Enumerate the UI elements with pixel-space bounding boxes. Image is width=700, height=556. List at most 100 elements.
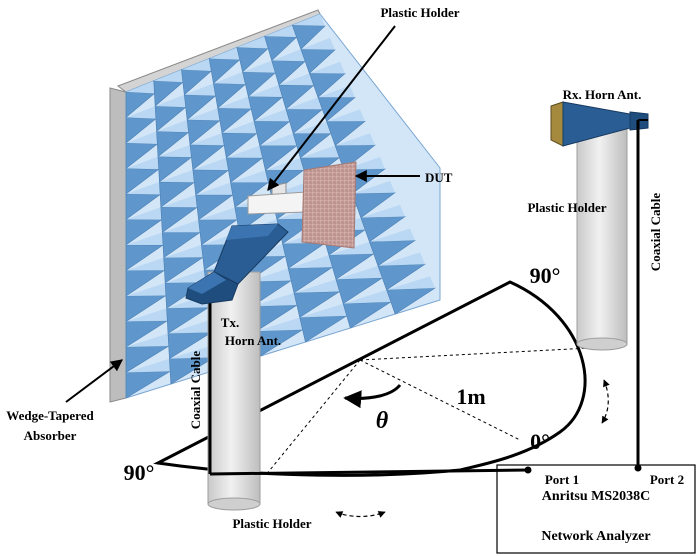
absorber-wedge bbox=[360, 216, 406, 243]
absorber-wedge-highlight bbox=[168, 319, 212, 334]
absorber-wedge-highlight bbox=[256, 317, 303, 332]
absorber-wedge bbox=[167, 332, 213, 360]
absorber-wedge-highlight bbox=[126, 80, 155, 94]
absorber-wedge-highlight bbox=[286, 97, 323, 110]
absorber-wedge-highlight bbox=[213, 72, 246, 85]
port1-connector bbox=[524, 466, 532, 474]
angle-90-left-label: 90° bbox=[124, 460, 155, 485]
absorber-wedge-highlight bbox=[181, 58, 212, 71]
theta-label: θ bbox=[376, 408, 389, 434]
tx-horn-antenna-icon bbox=[185, 223, 289, 305]
absorber-wedge-highlight bbox=[160, 194, 198, 208]
network-analyzer: Anritsu MS2038C Network Analyzer bbox=[496, 464, 696, 554]
absorber-wedge-highlight bbox=[126, 308, 168, 322]
absorber-wedge bbox=[242, 71, 277, 98]
absorber-wedge bbox=[125, 295, 167, 323]
absorber-wedge-highlight bbox=[165, 269, 206, 283]
absorber-wedge bbox=[154, 105, 187, 132]
pointer-arrows bbox=[65, 25, 420, 403]
absorber-wedge bbox=[208, 58, 241, 84]
absorber-wedge-highlight bbox=[252, 292, 297, 307]
rotation-hint-arrows bbox=[335, 379, 610, 518]
rx-horn-label: Rx. Horn Ant. bbox=[563, 87, 642, 102]
absorber-wedge-highlight bbox=[190, 132, 225, 146]
absorber-wedge-highlight bbox=[293, 121, 331, 134]
absorber-wedge-highlight bbox=[192, 157, 229, 171]
rx-plastic-holder bbox=[576, 127, 628, 351]
absorber-wedge-highlight bbox=[156, 119, 189, 133]
absorber-wedge-highlight bbox=[254, 109, 290, 122]
absorber-wedge-highlight bbox=[336, 265, 383, 280]
absorber-wedge-highlight bbox=[271, 49, 306, 62]
tx-horn-label-line1: Tx. bbox=[221, 315, 239, 330]
absorber-wedge-highlight bbox=[236, 36, 269, 49]
absorber-wedge bbox=[291, 24, 326, 50]
rotation-arrow-icon bbox=[343, 383, 402, 409]
absorber-wedge bbox=[157, 156, 193, 183]
analyzer-model: Anritsu MS2038C bbox=[542, 489, 651, 504]
absorber-wedge bbox=[377, 263, 427, 291]
absorber-wedge bbox=[287, 266, 334, 294]
absorber-wedge bbox=[163, 257, 204, 284]
absorber-wedge-highlight bbox=[162, 219, 200, 233]
coaxial-cables bbox=[209, 120, 642, 476]
tx-plastic-holder bbox=[207, 271, 261, 511]
absorber-wedge bbox=[278, 84, 315, 110]
absorber-wedge-highlight bbox=[187, 108, 220, 121]
absorber-wedge bbox=[236, 47, 269, 73]
absorber-wedge-highlight bbox=[126, 131, 158, 145]
absorber-wedge bbox=[195, 194, 234, 221]
absorber-wedge bbox=[125, 345, 170, 374]
plastic-holder-right-label: Plastic Holder bbox=[527, 200, 606, 215]
absorber-wedge-highlight bbox=[326, 109, 365, 122]
absorber-wedge-highlight bbox=[378, 252, 425, 266]
absorber-wedge-highlight bbox=[230, 170, 269, 183]
absorber-wedge-highlight bbox=[259, 133, 297, 146]
absorber-wedge-highlight bbox=[264, 25, 297, 38]
absorber-wedge bbox=[217, 107, 252, 134]
angle-0-label: 0° bbox=[530, 429, 550, 454]
absorber-wedge-highlight bbox=[126, 181, 161, 195]
absorber-wedge-highlight bbox=[126, 106, 156, 119]
absorber-wedge-highlight bbox=[360, 204, 405, 218]
absorber-wedge bbox=[282, 242, 327, 269]
absorber-wedge-highlight bbox=[343, 289, 391, 304]
plastic-holder-bottom-label: Plastic Holder bbox=[232, 516, 311, 531]
dut-panel-icon bbox=[301, 161, 357, 249]
port1-label: Port 1 bbox=[545, 472, 579, 487]
absorber-wedge-highlight bbox=[300, 37, 335, 50]
absorber-wedge-highlight bbox=[265, 157, 304, 171]
absorber-wedge-highlight bbox=[369, 228, 415, 242]
absorber-wedge-highlight bbox=[278, 73, 314, 86]
dut-holder bbox=[247, 161, 357, 249]
absorber-wedge-highlight bbox=[126, 156, 159, 170]
absorber-wedge-highlight bbox=[195, 182, 233, 195]
absorber-wedge-highlight bbox=[299, 303, 347, 318]
absorber-wedge-highlight bbox=[328, 241, 374, 256]
absorber-wedge-highlight bbox=[309, 61, 345, 74]
absorber-wedge-highlight bbox=[169, 345, 215, 359]
rx-horn-antenna-icon bbox=[550, 101, 649, 147]
absorber-wedge-highlight bbox=[292, 14, 325, 26]
absorber-wedge-highlight bbox=[153, 69, 183, 83]
analyzer-type: Network Analyzer bbox=[541, 529, 650, 544]
absorber-wedge bbox=[230, 182, 270, 208]
absorber-wedge-highlight bbox=[158, 144, 192, 158]
absorber-wedge bbox=[125, 142, 159, 170]
absorber-wedge-highlight bbox=[198, 207, 237, 220]
absorber-wedge-highlight bbox=[209, 47, 240, 60]
plastic-holder-top-label: Plastic Holder bbox=[380, 5, 459, 20]
absorber-wedge-highlight bbox=[126, 232, 163, 246]
absorber-wedge-highlight bbox=[386, 276, 435, 290]
port2-label: Port 2 bbox=[650, 472, 684, 487]
absorber-wedge bbox=[247, 96, 284, 122]
absorber-wedge bbox=[253, 120, 291, 147]
dut-label: DUT bbox=[425, 170, 453, 185]
absorber-wedge-highlight bbox=[352, 180, 395, 194]
absorber-wedge-highlight bbox=[163, 244, 203, 258]
tx-horn-label-line2: Horn Ant. bbox=[225, 333, 281, 348]
absorber-wedge-highlight bbox=[159, 169, 195, 183]
angle-90-top-label: 90° bbox=[530, 263, 561, 288]
